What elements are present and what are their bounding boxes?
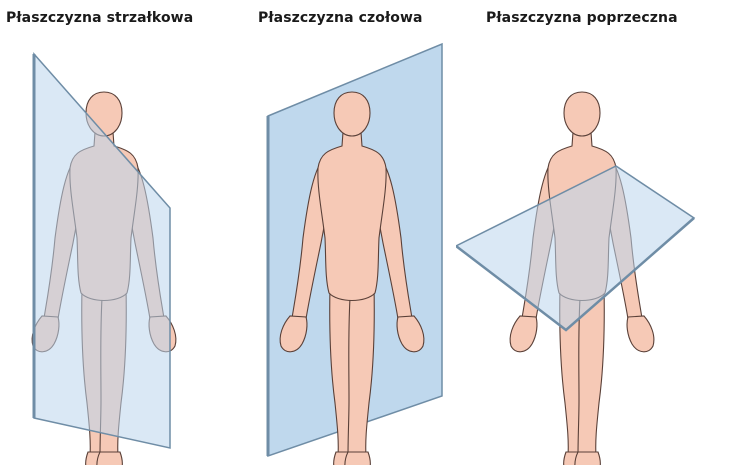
sagittal-plane-title: Płaszczyzna strzałkowa (6, 10, 193, 26)
frontal-plane-diagram (258, 36, 458, 465)
transverse-plane-title: Płaszczyzna poprzeczna (486, 10, 678, 26)
transverse-plane-diagram (456, 36, 706, 465)
sagittal-plane-diagram (6, 36, 206, 465)
frontal-plane-title: Płaszczyzna czołowa (258, 10, 423, 26)
